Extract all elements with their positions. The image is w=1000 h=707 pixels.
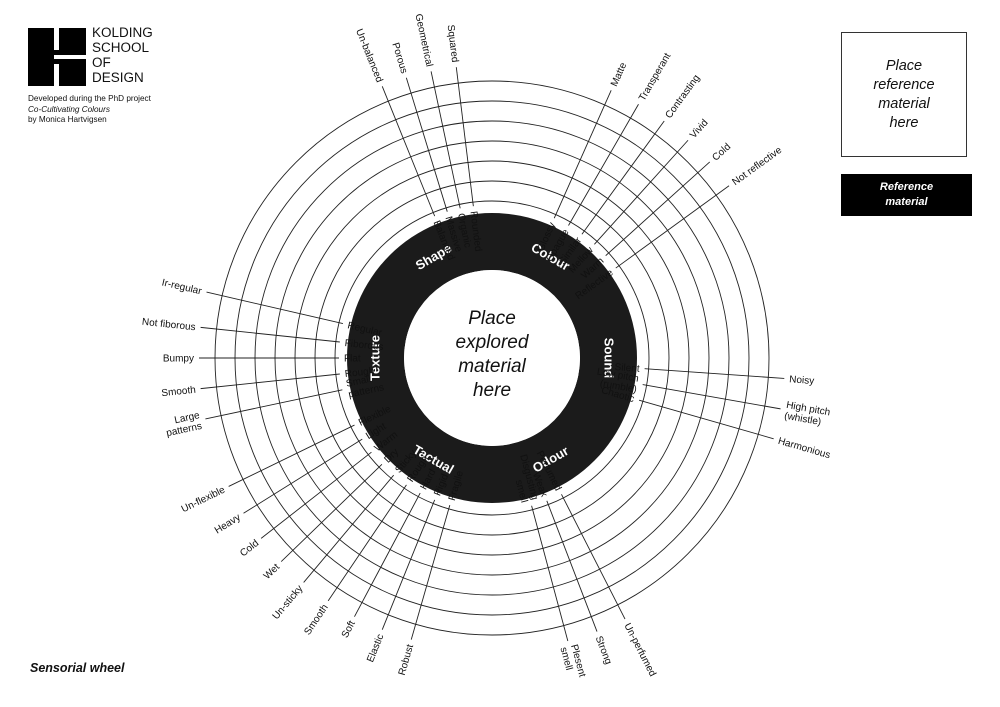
attribute-spoke xyxy=(561,494,626,620)
attribute-spoke xyxy=(303,474,394,583)
attribute-outer-label: Contrasting xyxy=(664,73,703,121)
attribute-outer-label: Porous xyxy=(389,41,409,75)
attribute-spoke xyxy=(381,499,436,630)
school-line: SCHOOL xyxy=(92,40,150,55)
ref-box-line: reference xyxy=(873,76,935,93)
attribute-spoke xyxy=(381,86,436,217)
attribute-spoke xyxy=(410,504,451,640)
school-line: KOLDING xyxy=(92,25,153,40)
reference-material-label: Reference material xyxy=(841,174,972,216)
attribute-outer-label: Wet xyxy=(262,562,282,582)
attribute-outer-label: Transperant xyxy=(637,51,673,103)
attribute-inner-label: Flat xyxy=(344,354,361,365)
attribute-outer-label: Geometrical xyxy=(412,13,434,68)
attribute-outer-label: Un-perfumed xyxy=(621,621,657,678)
school-line: OF xyxy=(92,55,111,70)
attribute-outer-label: Smooth xyxy=(302,603,330,638)
ref-label-line: Reference xyxy=(879,181,934,193)
explored-material-placeholder[interactable] xyxy=(404,270,580,446)
attribute-inner-label: Rounded xyxy=(468,211,484,253)
attribute-outer-label: High pitch(whistle) xyxy=(783,400,831,429)
attribute-spoke xyxy=(206,291,344,325)
attribute-inner-label: Rough xyxy=(344,366,374,380)
wheel-title: Sensorial wheel xyxy=(30,661,125,675)
attribute-outer-label: Robust xyxy=(397,643,416,677)
attribute-spoke xyxy=(280,463,383,562)
attribute-spoke xyxy=(243,438,363,514)
attribute-outer-label: Plesentsmell xyxy=(558,643,588,681)
attribute-outer-label: Heavy xyxy=(213,512,243,536)
credit-line: Developed during the PhD project xyxy=(28,94,151,103)
attribute-spoke xyxy=(615,185,730,269)
reference-placeholder-box[interactable]: Place reference material here xyxy=(841,32,967,157)
attribute-spoke xyxy=(228,424,355,487)
credit-line: by Monica Hartvigsen xyxy=(28,115,107,124)
attribute-outer-label: Soft xyxy=(340,619,358,640)
attribute-spoke xyxy=(642,384,781,410)
attribute-outer-label: Squared xyxy=(445,24,461,63)
attribute-outer-label: Cold xyxy=(238,538,261,559)
ref-box-line: here xyxy=(889,114,919,131)
attribute-outer-label: Noisy xyxy=(789,374,815,387)
attribute-outer-label: Un-balanced xyxy=(353,27,384,84)
category-label-texture: Texture xyxy=(368,335,383,381)
attribute-spoke xyxy=(260,451,372,539)
attribute-outer-label: Harmonious xyxy=(777,436,832,461)
attribute-spoke xyxy=(581,120,665,235)
attribute-spoke xyxy=(200,373,340,390)
attribute-inner-label: Silent xyxy=(614,362,640,375)
attribute-spoke xyxy=(594,139,689,245)
attribute-outer-label: Vivid xyxy=(688,118,711,141)
attribute-inner-label: Low pitch(rumble) xyxy=(594,367,639,396)
attribute-spoke xyxy=(354,492,421,617)
attribute-outer-label: Largepatterns xyxy=(163,410,203,439)
attribute-spoke xyxy=(200,326,340,343)
attribute-outer-label: Ir-regular xyxy=(161,277,204,297)
ref-label-line: material xyxy=(885,196,928,208)
attribute-spoke xyxy=(531,505,569,642)
center-text-line: material xyxy=(458,356,526,377)
attribute-outer-label: Un-flexible xyxy=(180,484,228,515)
attribute-outer-label: Elastic xyxy=(365,633,386,664)
attribute-spoke xyxy=(644,368,785,379)
attribute-spoke xyxy=(605,161,711,256)
attribute-spoke xyxy=(327,484,407,602)
attribute-outer-label: Not fiborous xyxy=(141,317,196,334)
attribute-inner-label: Fiborous xyxy=(344,338,384,353)
ref-box-line: material xyxy=(878,95,930,112)
school-name: KOLDING SCHOOL OF DESIGN xyxy=(92,25,153,85)
attribute-spoke xyxy=(568,104,639,226)
ref-box-line: Place xyxy=(885,57,923,74)
center-text-line: here xyxy=(473,380,511,401)
attribute-outer-label: Not reflective xyxy=(730,145,784,188)
center-text-line: Place xyxy=(468,308,516,329)
category-label-sound: Sound xyxy=(602,338,617,378)
attribute-spoke xyxy=(405,77,448,212)
school-line: DESIGN xyxy=(92,70,144,85)
attribute-spoke xyxy=(638,399,774,440)
credit-line-project: Co-Cultivating Colours xyxy=(28,104,110,114)
attribute-spoke xyxy=(553,90,612,219)
project-credits: Developed during the PhD project Co-Cult… xyxy=(28,94,151,126)
attribute-spoke xyxy=(205,389,343,420)
attribute-spoke xyxy=(455,67,474,207)
attribute-outer-label: Un-sticky xyxy=(271,583,306,622)
category-band xyxy=(347,213,637,503)
attribute-outer-label: Matte xyxy=(609,61,629,89)
attribute-outer-label: Strong xyxy=(593,635,614,666)
attribute-outer-label: Bumpy xyxy=(163,354,194,365)
attribute-spoke xyxy=(546,500,598,632)
center-text-line: explored xyxy=(456,332,530,353)
attribute-outer-label: Smooth xyxy=(161,385,196,400)
attribute-spoke xyxy=(430,71,461,209)
school-logo xyxy=(28,28,86,86)
attribute-outer-label: Cold xyxy=(710,141,733,163)
